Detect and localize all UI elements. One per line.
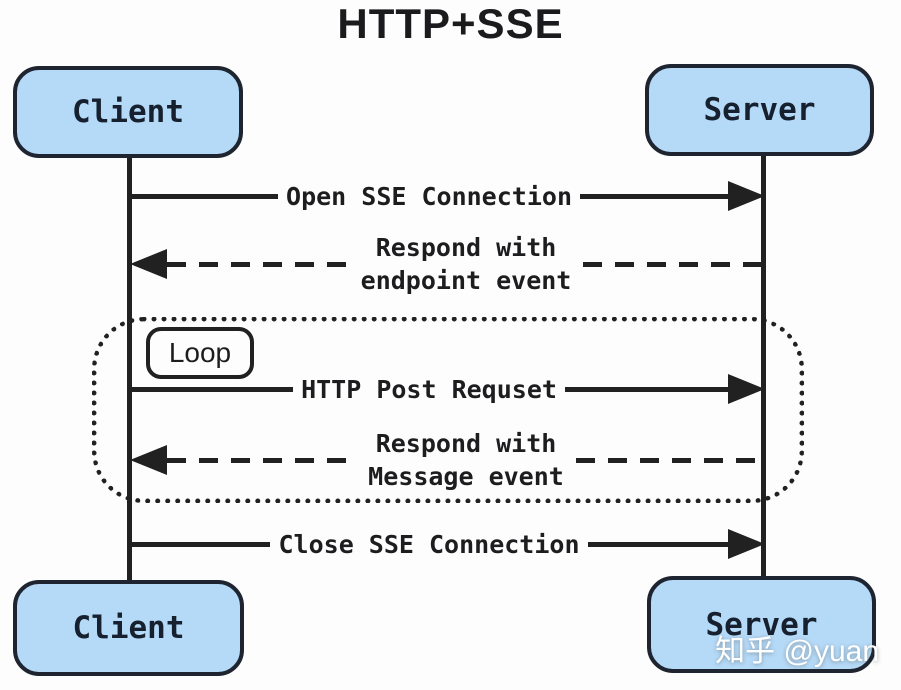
arrow-line-dashed	[583, 261, 765, 267]
message-label-line2: endpoint event	[360, 266, 572, 295]
loop-label-text: Loop	[168, 337, 232, 368]
actor-client-top: Client	[13, 66, 243, 158]
message-open-sse-connection: Open SSE Connection	[130, 179, 766, 213]
actor-server-bottom: Server	[647, 576, 876, 673]
arrow-line	[580, 193, 729, 199]
server-lifeline	[761, 154, 766, 578]
message-label: Open SSE Connection	[286, 181, 572, 211]
arrowhead-left-icon	[130, 445, 167, 475]
loop-boundary-frame	[92, 317, 804, 503]
message-respond-endpoint-event: Respond with endpoint event	[130, 231, 765, 297]
arrow-line	[130, 541, 271, 547]
message-label-line2: Message event	[368, 462, 564, 491]
watermark-text: 知乎 @yuan	[715, 635, 879, 668]
arrow-line-dashed	[167, 261, 349, 267]
arrow-line	[587, 541, 728, 547]
message-label: Close SSE Connection	[278, 529, 580, 559]
message-label-line1: Respond with	[375, 429, 557, 458]
arrowhead-right-icon	[728, 374, 765, 404]
arrow-line	[130, 386, 294, 392]
actor-client-bottom: Client	[13, 580, 244, 676]
arrowhead-left-icon	[130, 249, 167, 279]
diagram-title: HTTP+SSE	[337, 0, 564, 47]
client-lifeline	[127, 156, 132, 582]
actor-server-top-label: Server	[703, 92, 816, 128]
arrow-line-dashed	[575, 457, 766, 463]
actor-client-top-label: Client	[72, 94, 184, 130]
arrowhead-right-icon	[728, 529, 765, 559]
message-label-line1: Respond with	[375, 233, 557, 262]
actor-client-bottom-label: Client	[72, 610, 185, 646]
message-label: HTTP Post Requset	[301, 374, 557, 404]
arrow-line-dashed	[167, 457, 357, 463]
loop-label-box: Loop	[146, 327, 254, 379]
arrow-line	[564, 386, 728, 392]
message-close-sse-connection: Close SSE Connection	[130, 527, 765, 561]
actor-server-bottom-label: Server	[705, 606, 818, 643]
message-label: Respond with Message event	[356, 427, 576, 493]
message-http-post-request: HTTP Post Requset	[130, 372, 765, 406]
message-respond-message-event: Respond with Message event	[130, 427, 766, 493]
message-label: Respond with endpoint event	[349, 231, 584, 297]
arrow-line	[130, 193, 279, 199]
arrowhead-right-icon	[728, 181, 766, 211]
actor-server-top: Server	[645, 64, 874, 156]
